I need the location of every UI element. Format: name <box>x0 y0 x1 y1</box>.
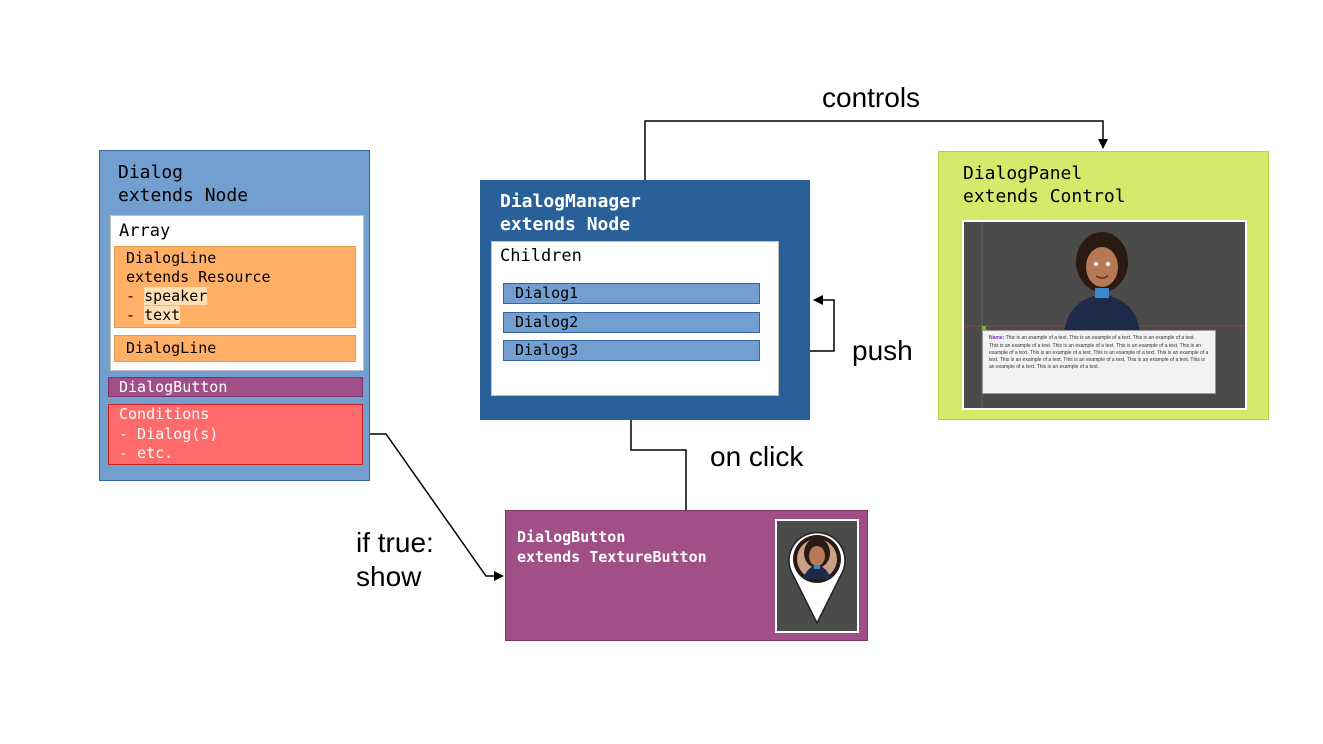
dialog-title: Dialog extends Node <box>118 161 248 207</box>
array-box: Array DialogLine extends Resource - spea… <box>110 215 364 371</box>
conditions-title: Conditions <box>119 405 210 423</box>
speaker-bullet: - <box>126 287 145 305</box>
preview-dialog-textbox: Name: This is an example of a text. This… <box>982 330 1216 394</box>
dialogline-speaker-row: - speaker <box>126 287 344 306</box>
dialog-manager-title: DialogManager extends Node <box>500 190 641 236</box>
if-true-show-label: if true: show <box>356 526 434 594</box>
dialog-panel-title: DialogPanel extends Control <box>963 162 1126 208</box>
dialogline-name: DialogLine <box>126 249 217 267</box>
dialog-button-node-box: DialogButton extends TextureButton <box>505 510 868 641</box>
preview-body-text: This is an example of a text. This is an… <box>989 343 1209 370</box>
on-click-label: on click <box>710 441 804 472</box>
if-true-arrow <box>364 433 504 581</box>
controls-arrow <box>644 120 1108 180</box>
if-true-line1: if true: <box>356 527 434 558</box>
button-title-line2: extends TextureButton <box>517 548 707 566</box>
text-field: text <box>144 306 181 324</box>
dialog-title-line2: extends Node <box>118 185 249 206</box>
preview-first-line: This is an example of a text. This is an… <box>1005 335 1195 341</box>
dialogline-text-row: - text <box>126 306 344 325</box>
dialogline-box-2: DialogLine <box>114 335 356 362</box>
text-bullet: - <box>126 306 145 324</box>
if-true-line2: show <box>356 561 422 592</box>
conditions-box: Conditions - Dialog(s) - etc. <box>108 404 363 465</box>
preview-name-row: Name: This is an example of a text. This… <box>989 335 1211 341</box>
button-texture-preview <box>775 519 859 633</box>
manager-title-line1: DialogManager <box>500 191 641 212</box>
preview-speaker-name: Name: <box>989 335 1005 341</box>
panel-title-line2: extends Control <box>963 186 1126 207</box>
conditions-etc: - etc. <box>119 444 174 462</box>
panel-preview-image: Name: This is an example of a text. This… <box>962 220 1247 410</box>
array-label: Array <box>119 221 171 241</box>
conditions-dialogs: - Dialog(s) <box>119 424 219 443</box>
manager-title-line2: extends Node <box>500 214 631 235</box>
dialog-button-title: DialogButton extends TextureButton <box>517 527 707 567</box>
map-pin-portrait-icon <box>788 531 846 625</box>
dialog-title-line1: Dialog <box>118 162 184 183</box>
dialogbutton-member: DialogButton <box>108 377 363 397</box>
speaker-field: speaker <box>144 287 208 305</box>
dialogline-resource-box: DialogLine extends Resource - speaker - … <box>114 246 356 328</box>
dialogline-extends: extends Resource <box>126 268 271 286</box>
character-portrait-icon <box>964 222 1245 408</box>
panel-title-line1: DialogPanel <box>963 163 1083 184</box>
children-box: Children Dialog1 Dialog2 Dialog3 <box>491 241 779 396</box>
button-title-line1: DialogButton <box>517 528 626 546</box>
dialog-panel-box: DialogPanel extends Control Name: This i… <box>938 151 1269 420</box>
dialog-manager-box: DialogManager extends Node Children Dial… <box>480 180 810 420</box>
children-label: Children <box>500 246 582 266</box>
child-dialog3: Dialog3 <box>503 340 760 361</box>
controls-label: controls <box>822 82 921 113</box>
push-label: push <box>852 335 913 366</box>
dialog-node-box: Dialog extends Node Array DialogLine ext… <box>99 150 370 481</box>
child-dialog2: Dialog2 <box>503 312 760 333</box>
child-dialog1: Dialog1 <box>503 283 760 304</box>
